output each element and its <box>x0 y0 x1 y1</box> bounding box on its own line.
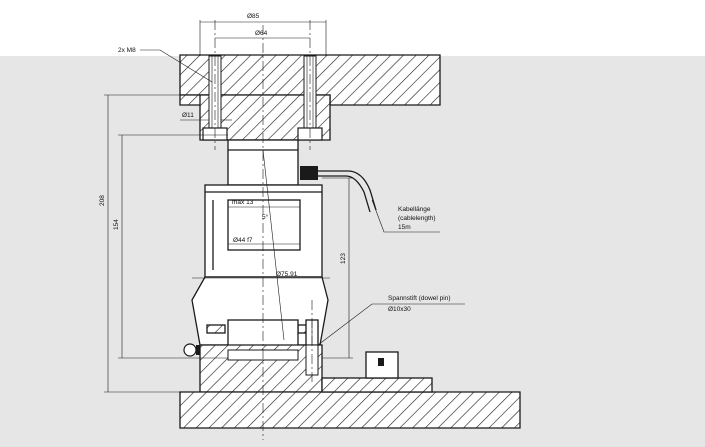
cable-connector <box>300 166 377 213</box>
label-bolts: 2x M8 <box>118 47 136 54</box>
label-dowel-pin: Spannstift (dowel pin) <box>388 295 451 302</box>
rocker-washer-icon <box>183 343 197 357</box>
label-base-diameter: Ø75.91 <box>276 271 298 278</box>
label-cable-length: Kabellänge <box>398 206 431 213</box>
sheet-header-band <box>0 0 705 56</box>
label-hole-diameter: Ø11 <box>182 112 194 119</box>
floor-plate <box>179 351 521 429</box>
label-dowel-pin-size: Ø10x30 <box>388 306 411 313</box>
label-cable-length-value: 15m <box>398 224 411 231</box>
label-total-height: 208 <box>99 195 106 206</box>
label-max-displacement: max 13 <box>232 199 254 206</box>
label-height-cable: 123 <box>340 253 347 264</box>
label-cable-length-en: (cablelength) <box>398 215 436 222</box>
label-pin-diameter: Ø44 f7 <box>233 237 253 244</box>
center-lines <box>214 20 313 440</box>
label-tilt-angle: 5° <box>262 213 269 221</box>
dimension-lines <box>104 20 465 393</box>
label-outer-diameter: Ø85 <box>247 13 260 20</box>
base-mounting-block <box>199 344 323 393</box>
label-cell-height: 154 <box>113 219 120 230</box>
label-bolt-circle: Ø64 <box>255 30 268 37</box>
